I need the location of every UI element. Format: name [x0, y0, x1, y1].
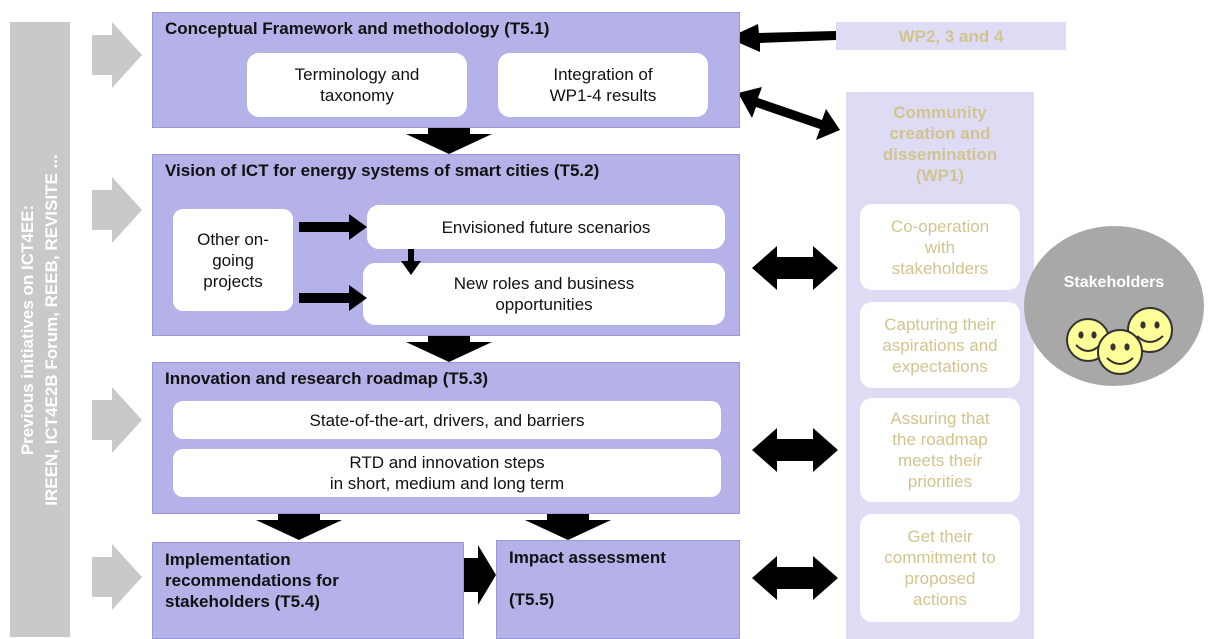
wp1-item1-line1: Co-operation	[890, 216, 990, 236]
t52-scenarios-label: Envisioned future scenarios	[441, 217, 651, 237]
wp1-item3-line2: the roadmap	[892, 430, 988, 449]
wp1-item1-line2: with	[924, 237, 956, 257]
wp1-title: Community creation and dissemination (WP…	[846, 102, 1034, 186]
wp1-item3-line1: Assuring that	[890, 409, 990, 428]
t53-rtd-line2: in short, medium and long term	[329, 474, 565, 493]
arrow-scenarios-to-roles	[401, 249, 421, 275]
arrow-wp234-to-t51	[728, 24, 836, 52]
t51-pill1-line2: taxonomy	[320, 86, 394, 105]
t52-other-line2: going	[212, 250, 254, 270]
t55-title-line2	[509, 568, 666, 589]
stakeholders-label: Stakeholders	[1063, 274, 1165, 291]
t55-title: Impact assessment (T5.5)	[509, 547, 666, 610]
wp1-title-line4: (WP1)	[915, 166, 965, 185]
wp1-item2-line1: Capturing their	[884, 314, 996, 334]
grey-arrow-4	[92, 544, 142, 610]
t53-state-label: State-of-the-art, drivers, and barriers	[309, 410, 585, 430]
t53-box: Innovation and research roadmap (T5.3) S…	[152, 362, 740, 514]
t54-box: Implementation recommendations for stake…	[152, 542, 464, 639]
t52-roles-pill: New roles and business opportunities	[363, 263, 725, 325]
wp1-item1-line3: stakeholders	[891, 258, 989, 278]
down-arrow-t52-t53	[406, 336, 492, 362]
grey-arrow-1	[92, 22, 142, 88]
t52-other-projects-pill: Other on- going projects	[173, 209, 293, 311]
wp1-item-cooperation: Co-operation with stakeholders	[860, 204, 1020, 290]
t52-roles-line2: opportunities	[495, 295, 593, 314]
t51-title: Conceptual Framework and methodology (T5…	[165, 19, 550, 38]
smiley-icon-middle	[1097, 329, 1143, 375]
t51-pill2-line2: WP1-4 results	[549, 86, 657, 105]
t54-title-line1: Implementation	[165, 550, 291, 569]
arrow-other-to-roles	[299, 285, 367, 311]
wp1-item3-line3: meets their	[897, 451, 983, 470]
t52-roles-line1: New roles and business	[453, 274, 635, 293]
t53-rtd-pill: RTD and innovation steps in short, mediu…	[173, 449, 721, 497]
t51-pill1-line1: Terminology and	[294, 65, 420, 84]
wp1-item3-line4: priorities	[907, 472, 973, 491]
t52-title: Vision of ICT for energy systems of smar…	[165, 161, 600, 180]
wp1-item4-line3: proposed	[904, 569, 976, 588]
t55-box: Impact assessment (T5.5)	[496, 540, 740, 639]
wp1-item2-line3: expectations	[892, 356, 988, 376]
wp234-label: WP2, 3 and 4	[898, 26, 1004, 46]
grey-arrow-2	[92, 177, 142, 243]
wp1-title-line3: dissemination	[882, 145, 998, 164]
t55-title-line3: (T5.5)	[509, 590, 555, 609]
t52-scenarios-pill: Envisioned future scenarios	[367, 205, 725, 249]
t55-title-line1: Impact assessment	[509, 548, 666, 567]
double-arrow-t52-wp1	[752, 246, 838, 290]
wp1-item4-line1: Get their	[907, 527, 973, 546]
t54-title: Implementation recommendations for stake…	[165, 549, 339, 612]
down-arrow-t51-t52	[406, 128, 492, 154]
t51-integration-pill: Integration of WP1-4 results	[498, 53, 708, 117]
t51-pill2-line1: Integration of	[553, 65, 653, 84]
wp1-item2-line2: aspirations and	[882, 335, 998, 355]
t52-other-line3: projects	[203, 271, 263, 291]
t53-title: Innovation and research roadmap (T5.3)	[165, 369, 489, 388]
down-arrow-t53-t55	[525, 514, 611, 540]
arrow-other-to-scenarios	[299, 214, 367, 240]
wp1-title-line2: creation and	[889, 124, 991, 143]
wp1-item4-line4: actions	[913, 590, 967, 609]
double-arrow-t51-wp1	[738, 87, 840, 140]
t53-rtd-line1: RTD and innovation steps	[349, 453, 545, 472]
t52-inner-arrows	[299, 214, 421, 311]
double-arrow-t55-wp1	[752, 556, 838, 600]
wp1-item-assuring: Assuring that the roadmap meets their pr…	[860, 398, 1020, 502]
t51-box: Conceptual Framework and methodology (T5…	[152, 12, 740, 128]
t54-title-line3: stakeholders (T5.4)	[165, 592, 320, 611]
t52-box: Vision of ICT for energy systems of smar…	[152, 154, 740, 336]
previous-initiatives-bar	[10, 22, 70, 637]
wp1-item4-line2: commitment to	[884, 548, 996, 567]
arrow-t54-to-t55	[463, 545, 496, 605]
wp1-item-commitment: Get their commitment to proposed actions	[860, 514, 1020, 622]
t51-terminology-pill: Terminology and taxonomy	[247, 53, 467, 117]
t52-other-line1: Other on-	[197, 229, 269, 249]
t53-state-pill: State-of-the-art, drivers, and barriers	[173, 401, 721, 439]
double-arrow-t53-wp1	[752, 428, 838, 472]
wp234-box: WP2, 3 and 4	[836, 22, 1066, 50]
wp1-item-capturing: Capturing their aspirations and expectat…	[860, 302, 1020, 388]
wp1-title-line1: Community	[893, 103, 987, 122]
smiley-faces-icon	[1066, 307, 1173, 375]
wp1-box: Community creation and dissemination (WP…	[846, 92, 1034, 639]
t54-title-line2: recommendations for	[165, 571, 339, 590]
grey-arrow-3	[92, 387, 142, 453]
down-arrow-t53-t54	[256, 514, 342, 540]
stakeholders-circle: Stakeholders	[1024, 226, 1204, 386]
